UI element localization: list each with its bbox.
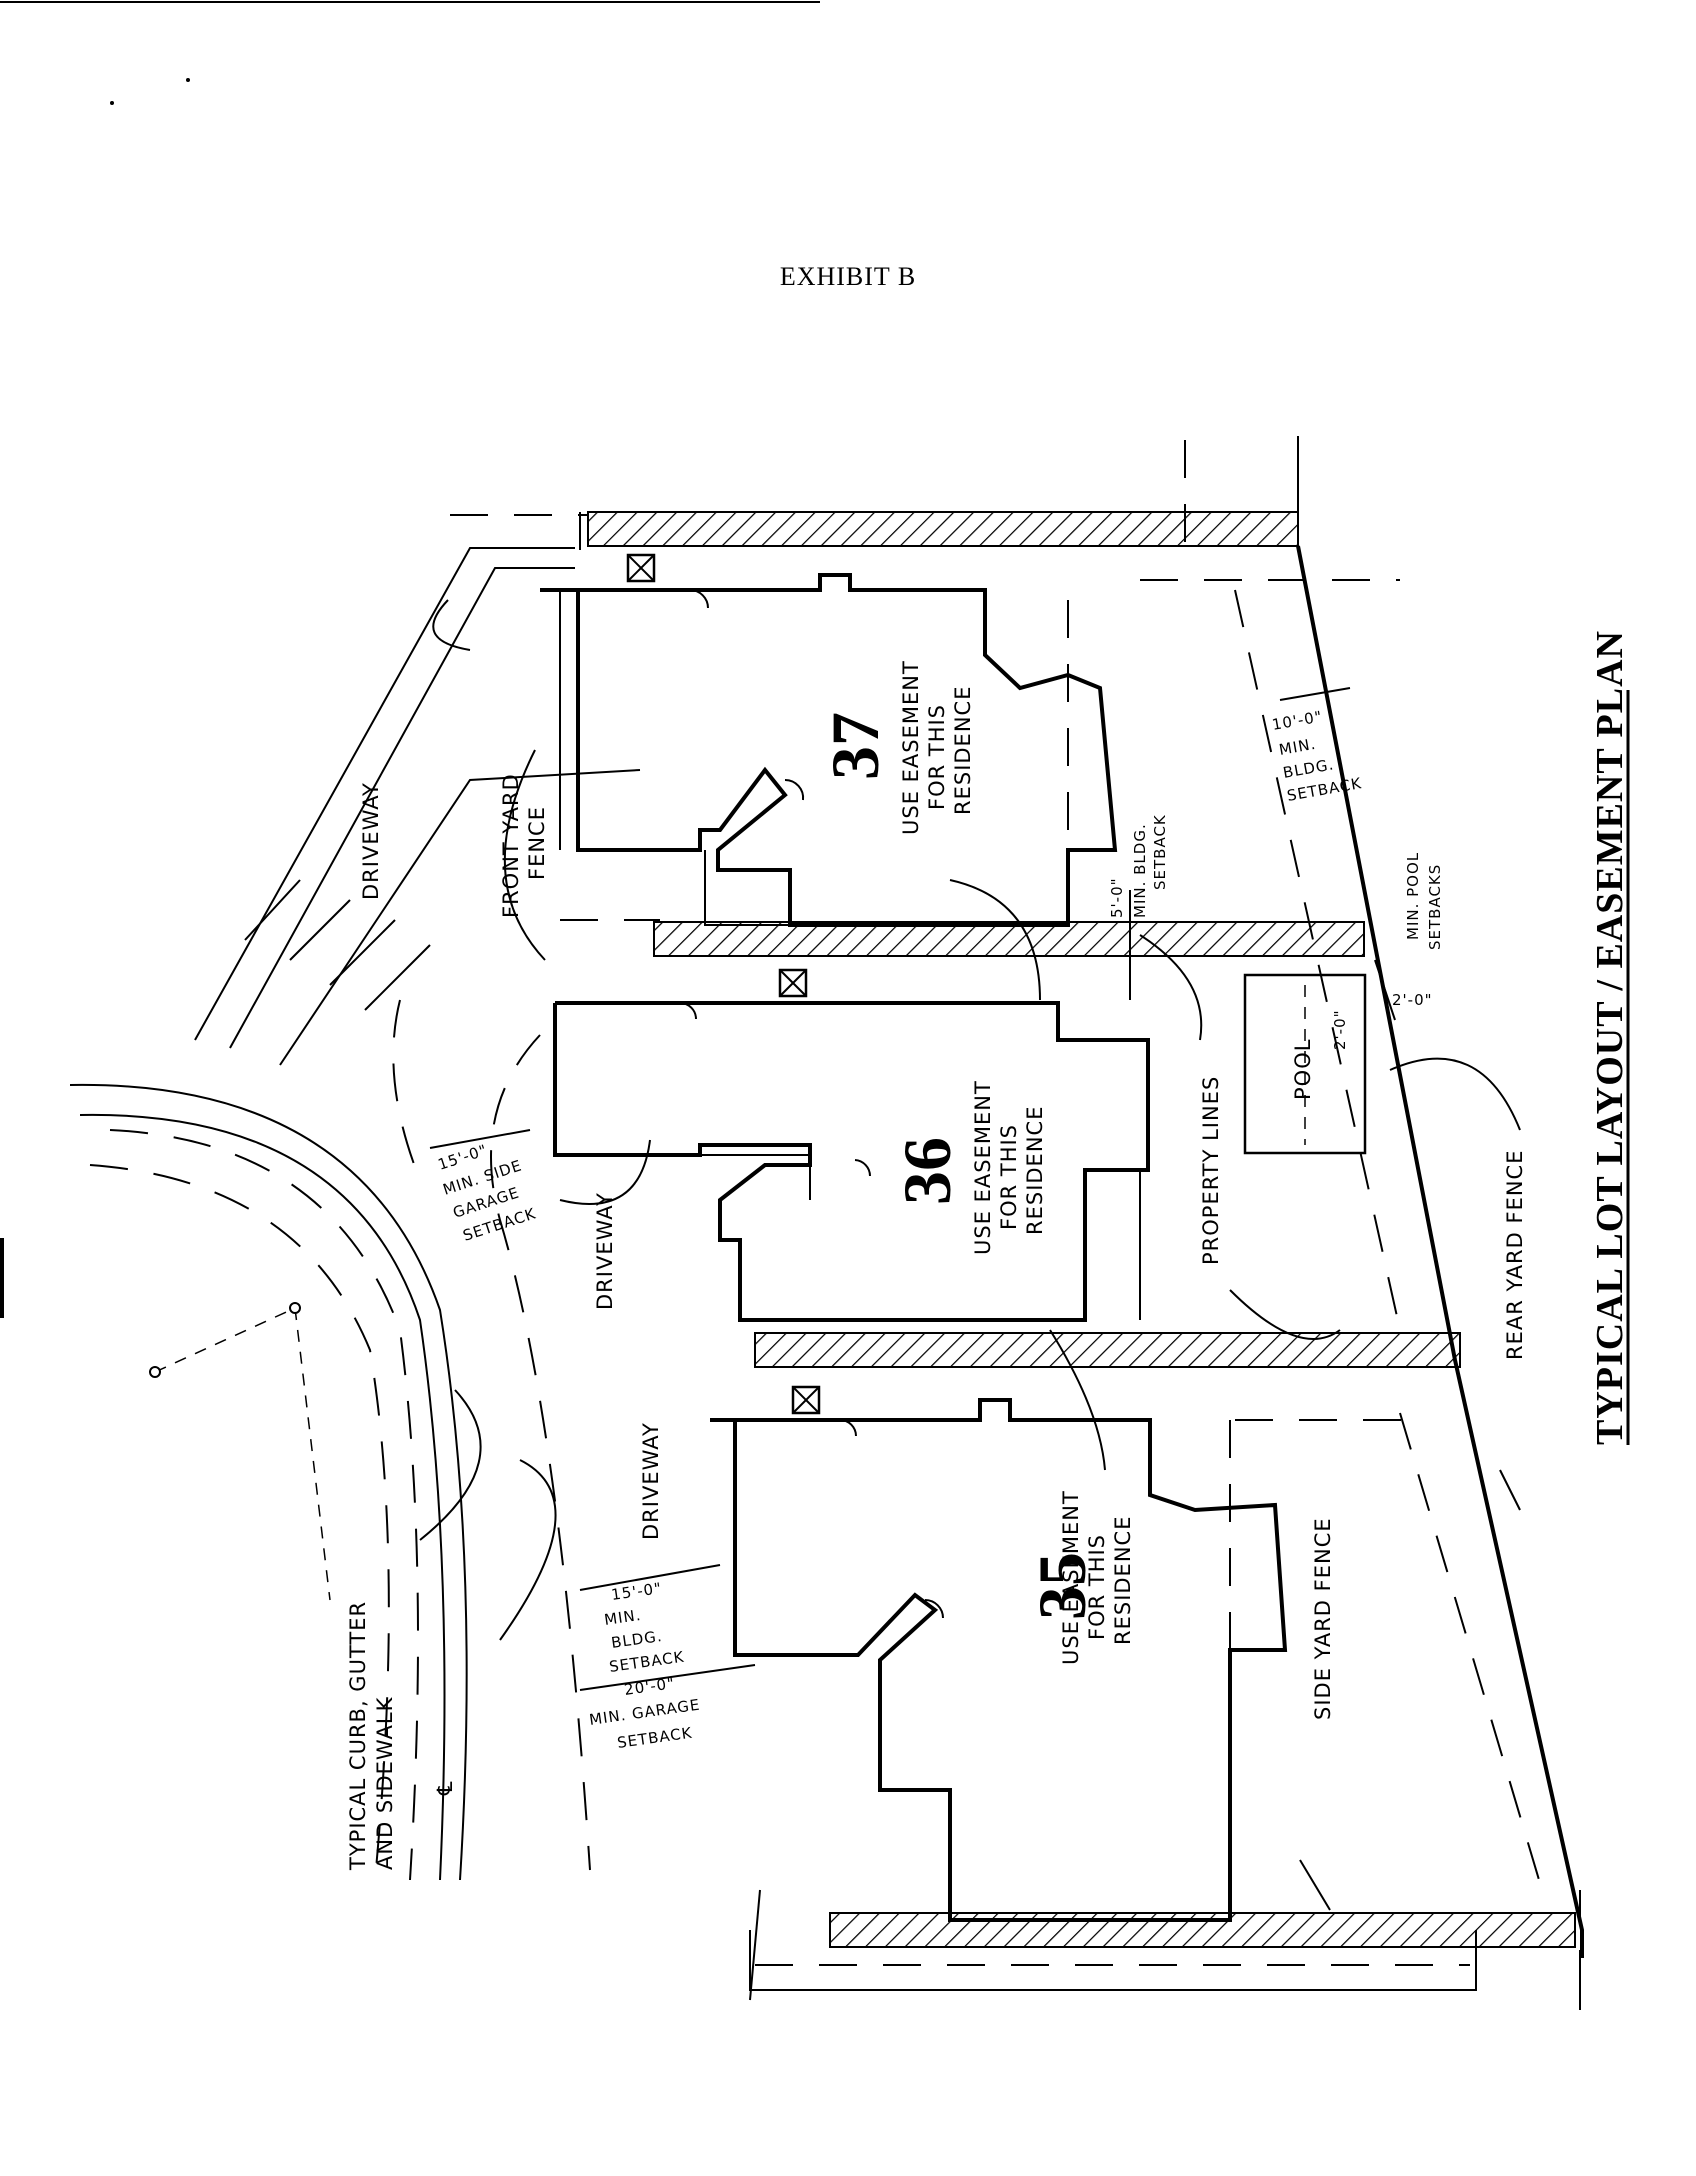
centerline-symbol: ℄ (433, 1781, 457, 1796)
rear-setback-callout: 10'-0" MIN. BLDG. SETBACK (1271, 707, 1364, 805)
side-setback-text-2: SETBACK (1151, 814, 1169, 890)
sheet-title: TYPICAL LOT LAYOUT / EASEMENT PLAN (1589, 630, 1631, 1445)
lot-35-number: 35 (1024, 1552, 1100, 1620)
lot-36-building (553, 968, 1150, 1322)
front-yard-fence-line-1: FRONT YARD (499, 773, 523, 918)
dimension-lines (429, 687, 1396, 1691)
lot-37-meter (626, 553, 656, 583)
lot-36-meter (778, 968, 808, 998)
driveway-label-37: DRIVEWAY (359, 782, 383, 900)
lot-35-easement-line-1: USE EASEMENT (1059, 1490, 1083, 1665)
lot-37-number: 37 (817, 712, 893, 780)
side-garage-callout: 15'-0" MIN. SIDE GARAGE SETBACK (436, 1141, 539, 1245)
driveway-label-36: DRIVEWAY (593, 1192, 617, 1310)
pool-setback-text-2: SETBACKS (1426, 864, 1444, 950)
side-setback-value: 5'-0" (1108, 877, 1126, 918)
lot-36-label: 36 USE EASEMENT FOR THIS RESIDENCE (889, 1080, 1047, 1255)
curb-label-line-2: AND SIDEWALK (373, 1696, 397, 1870)
lot-37-building (540, 553, 1118, 927)
side-setback-text-1: MIN. BLDG. (1131, 823, 1149, 918)
rear-yard-fence-label: REAR YARD FENCE (1503, 1150, 1527, 1360)
side-setback-callout: 5'-0" MIN. BLDG. SETBACK (1108, 814, 1169, 918)
left-edge-marks (0, 78, 190, 1318)
pool: POOL 2'-0" (1243, 973, 1367, 1155)
lot-35-label: 35 USE EASEMENT FOR THIS RESIDENCE (1024, 1490, 1135, 1665)
property-lines-label: PROPERTY LINES (1199, 1076, 1223, 1265)
pool-label: POOL (1291, 1039, 1315, 1100)
sheet-title-text: TYPICAL LOT LAYOUT / EASEMENT PLAN (1589, 630, 1631, 1445)
exhibit-label: EXHIBIT B (779, 262, 917, 291)
driveway-lot-37 (194, 547, 641, 1066)
lot-35-easement-line-3: RESIDENCE (1111, 1516, 1135, 1645)
lot-35-easement-line-2: FOR THIS (1085, 1534, 1109, 1640)
leaders (419, 599, 1521, 1911)
front-yard-fence-line-2: FENCE (525, 806, 549, 880)
pool-setback-callout: 2'-0" MIN. POOL SETBACKS (1392, 852, 1444, 1009)
rear-setback-value: 10'-0" (1271, 707, 1324, 734)
front-bldg-text-2: BLDG. (610, 1627, 664, 1652)
lot-36-easement-line-2: FOR THIS (997, 1124, 1021, 1230)
rear-setback-text-1: MIN. (1278, 735, 1318, 759)
lot-37-easement-line-3: RESIDENCE (951, 686, 975, 815)
lot-36-number: 36 (889, 1137, 965, 1205)
lot-35-building (710, 1385, 1288, 1922)
lot-37-label: 37 USE EASEMENT FOR THIS RESIDENCE (817, 660, 975, 835)
front-garage-value: 20'-0" (623, 1674, 676, 1699)
street (69, 999, 591, 1881)
lot-36-easement-line-1: USE EASEMENT (971, 1080, 995, 1255)
setback-lines (560, 579, 1546, 2001)
front-garage-text-2: SETBACK (616, 1724, 694, 1752)
pool-inner-dim: 2'-0" (1331, 1009, 1349, 1050)
hatched-strips (587, 511, 1576, 1948)
centerline-marker: ℄ (149, 1302, 457, 1796)
pool-setback-text-1: MIN. POOL (1404, 852, 1422, 940)
driveway-label-35: DRIVEWAY (639, 1422, 663, 1540)
lot-35-meter (791, 1385, 821, 1415)
lot-37-easement-line-2: FOR THIS (925, 704, 949, 810)
lot-37-easement-line-1: USE EASEMENT (899, 660, 923, 835)
front-bldg-text-1: MIN. (603, 1606, 643, 1629)
curb-label-line-1: TYPICAL CURB, GUTTER (346, 1601, 370, 1871)
rear-setback-text-2: BLDG. (1282, 755, 1336, 782)
side-yard-fence-label: SIDE YARD FENCE (1311, 1517, 1335, 1720)
front-bldg-text-3: SETBACK (608, 1648, 686, 1676)
pool-setback-value: 2'-0" (1392, 991, 1433, 1009)
property-lines (450, 436, 1584, 2010)
front-bldg-callout: 15'-0" MIN. BLDG. SETBACK (603, 1579, 686, 1676)
lot-36-easement-line-3: RESIDENCE (1023, 1106, 1047, 1235)
